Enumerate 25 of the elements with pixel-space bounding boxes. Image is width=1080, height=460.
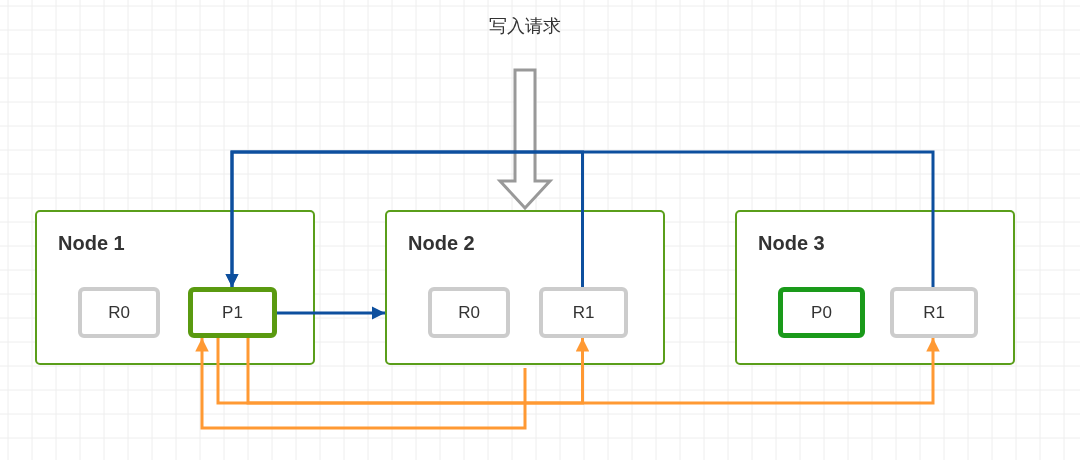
- shard-label: P0: [811, 302, 832, 323]
- primary-shard-box: [188, 287, 277, 338]
- node-title: Node 3: [758, 232, 825, 255]
- arrow: [225, 150, 935, 287]
- arrow: [277, 306, 385, 320]
- server-node-box: [35, 210, 315, 365]
- shard-label: R0: [108, 302, 130, 323]
- server-node-box: [735, 210, 1015, 365]
- node-title: Node 2: [408, 232, 475, 255]
- shard-label: R1: [572, 302, 595, 323]
- replica-shard-box: [539, 287, 628, 338]
- shard-label: P1: [222, 302, 243, 323]
- primary-shard-box: [778, 287, 865, 338]
- block-arrow: [496, 68, 554, 211]
- shard-label: R0: [458, 302, 480, 323]
- replica-shard-box: [428, 287, 510, 338]
- shard-label: R1: [923, 302, 945, 323]
- arrow: [246, 338, 940, 405]
- replica-shard-box: [78, 287, 160, 338]
- server-node-box: [385, 210, 665, 365]
- arrow: [216, 338, 590, 405]
- node-title: Node 1: [58, 232, 125, 255]
- replica-shard-box: [890, 287, 978, 338]
- request-label: 写入请求: [489, 15, 561, 38]
- arrow: [195, 338, 527, 430]
